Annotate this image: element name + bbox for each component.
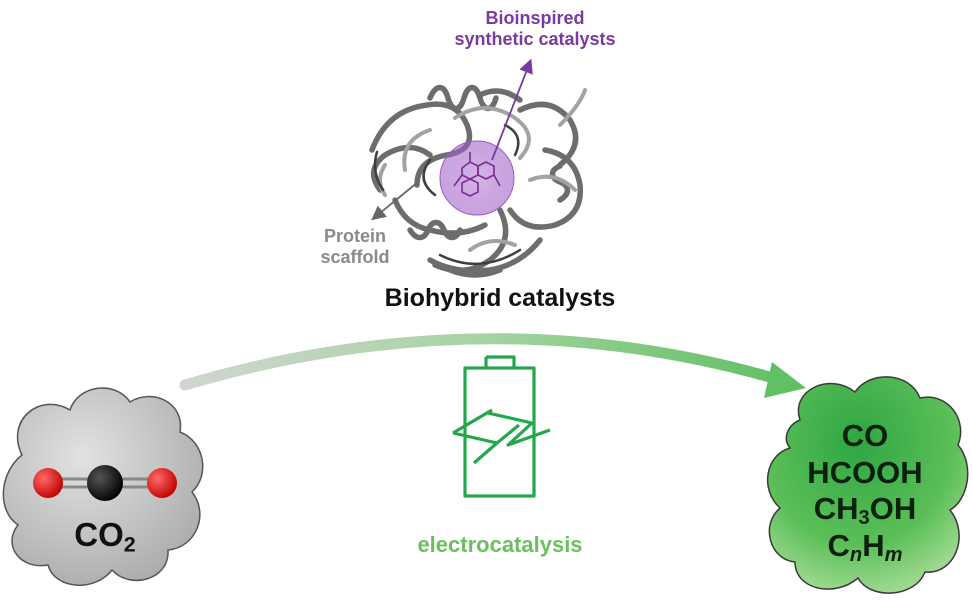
product-formula: CnHm: [790, 528, 940, 565]
co2-molecule-icon: [33, 465, 177, 501]
oxygen-atom-left: [33, 468, 63, 498]
formula-part: CO: [841, 418, 889, 453]
product-formula: HCOOH: [790, 455, 940, 492]
formula-subscript: 3: [858, 507, 870, 530]
process-arrow: [179, 333, 806, 398]
formula-part: C: [827, 527, 850, 563]
diagram-title: Biohybrid catalysts: [384, 284, 616, 312]
co2-formula: CO2: [40, 516, 170, 557]
battery-bolt-icon: [452, 355, 551, 498]
bioinspired-catalysts-label: Bioinspired synthetic catalysts: [420, 8, 650, 49]
co2-base: CO: [74, 516, 124, 553]
bioinspired-line2: synthetic catalysts: [454, 28, 616, 49]
formula-part: OH: [869, 491, 917, 527]
bioinspired-pointer: [491, 58, 533, 161]
formula-part: HCOOH: [807, 454, 923, 490]
formula-subscript: m: [884, 543, 903, 566]
bioinspired-line1: Bioinspired: [485, 8, 585, 28]
protein-scaffold-label: Protein scaffold: [300, 226, 410, 267]
carbon-atom: [87, 465, 123, 501]
product-formula: CH3OH: [790, 491, 940, 528]
active-site-sphere: [439, 140, 515, 216]
scaffold-line2: scaffold: [320, 246, 390, 267]
electrocatalysis-label: electrocatalysis: [417, 532, 583, 557]
formula-subscript: n: [849, 543, 863, 566]
products-cloud: [766, 376, 969, 594]
formula-part: H: [862, 527, 885, 563]
oxygen-atom-right: [147, 468, 177, 498]
co2-subscript: 2: [123, 532, 136, 557]
product-formula: CO: [790, 418, 940, 455]
scaffold-pointer: [371, 181, 419, 221]
scaffold-line1: Protein: [323, 226, 386, 246]
formula-part: CH: [813, 491, 859, 527]
